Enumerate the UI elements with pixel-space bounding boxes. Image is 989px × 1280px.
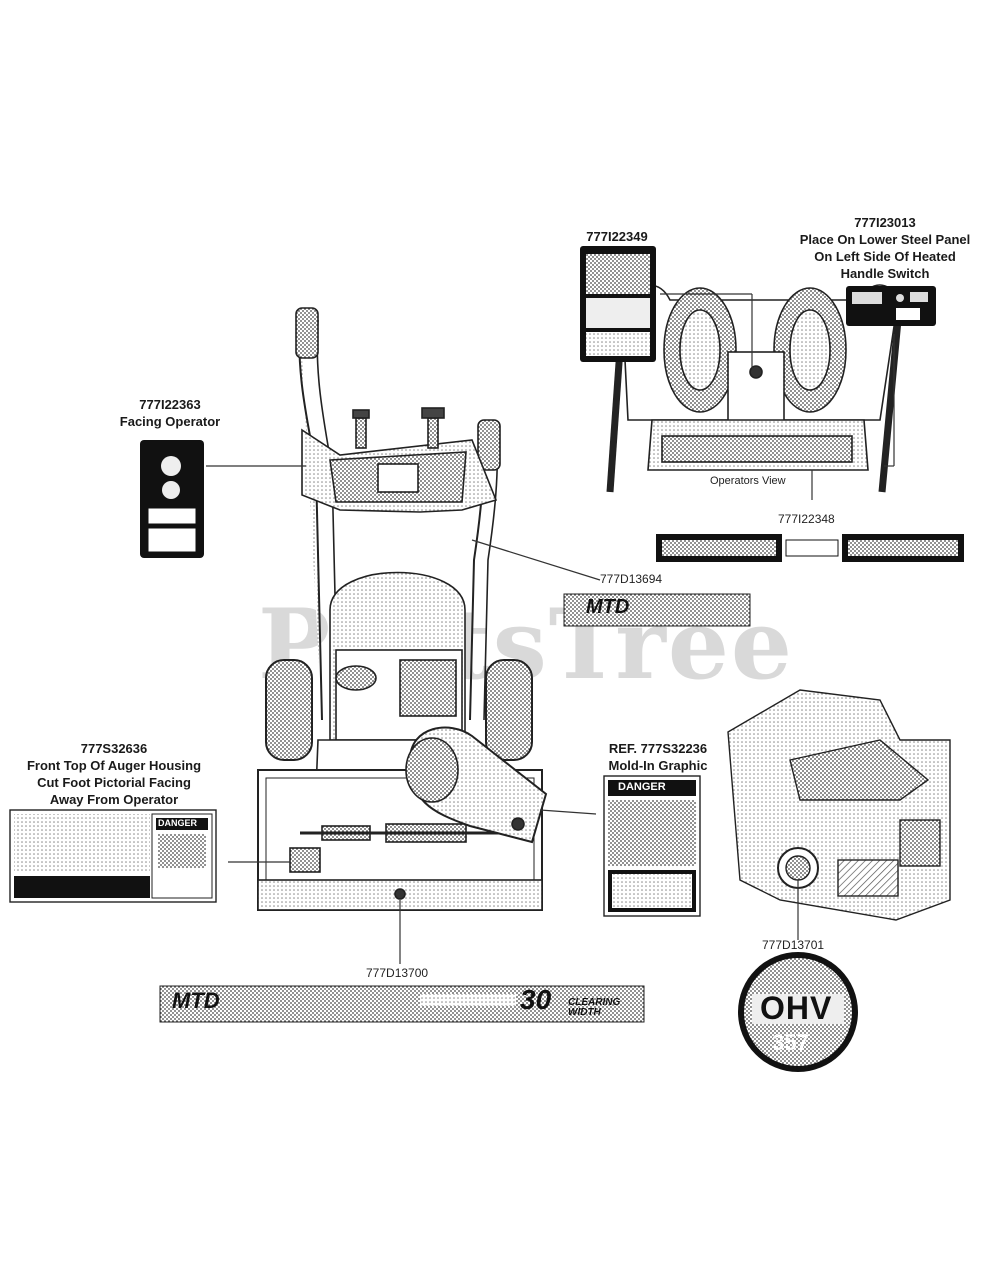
mold-in-danger-header: DANGER: [618, 781, 666, 793]
decal-top: [580, 246, 656, 362]
bottom-strip-brand: MTD: [172, 988, 220, 1013]
clearing-width-number: 30: [520, 984, 552, 1015]
decal-bottom-strip: [159, 985, 645, 1023]
callout-auger-housing: 777S32636 Front Top Of Auger Housing Cut…: [14, 740, 214, 808]
callout-heated-switch: 777I23013 Place On Lower Steel Panel On …: [790, 214, 980, 282]
auger-danger-header: DANGER: [158, 818, 198, 828]
decal-heated-switch: [846, 286, 936, 326]
engine-drawing: [727, 689, 951, 921]
callout-note-line: Away From Operator: [49, 792, 179, 807]
callout-mtd-cover: 777D13694: [600, 572, 663, 586]
decal-ohv-badge: [738, 952, 858, 1072]
operators-view-label: Operators View: [710, 475, 786, 487]
callout-note-line: Front Top Of Auger Housing: [26, 758, 202, 773]
part-number: 777S32636: [80, 741, 148, 756]
callout-note: Mold-In Graphic: [608, 758, 708, 773]
callout-note-line: On Left Side Of Heated: [814, 249, 956, 264]
decal-facing-operator: [140, 440, 204, 558]
snowblower-drawing: [257, 307, 548, 911]
ohv-badge-text: OHV: [760, 990, 833, 1026]
callout-note-line: Place On Lower Steel Panel: [799, 232, 971, 247]
callout-engine-decal: 777D13701: [762, 938, 825, 952]
clearing-width-label: CLEARING WIDTH: [568, 997, 621, 1018]
callout-note-line: Cut Foot Pictorial Facing: [37, 775, 191, 790]
ohv-displacement: 357: [772, 1030, 809, 1055]
part-number: 777I22349: [586, 229, 648, 244]
leader-lines: [206, 293, 895, 964]
callout-panel-decal: 777I22348: [778, 512, 835, 526]
operators-view-drawing: [606, 284, 902, 493]
decal-auger-housing: [9, 809, 217, 903]
part-number: 777I22363: [139, 397, 201, 412]
decal-panel-strip: [656, 534, 964, 562]
part-number: REF. 777S32236: [608, 741, 708, 756]
mtd-cover-brand: MTD: [586, 596, 630, 618]
callout-top-decal: 777I22349: [572, 228, 662, 245]
callout-facing-operator: 777I22363 Facing Operator: [112, 396, 228, 430]
decal-mtd-cover: [563, 593, 751, 627]
callout-mold-in: REF. 777S32236 Mold-In Graphic: [598, 740, 718, 774]
decal-mold-in: [603, 775, 701, 917]
callout-bottom-decal: 777D13700: [366, 966, 429, 980]
part-number: 777I23013: [854, 215, 916, 230]
callout-note-line: Handle Switch: [840, 266, 930, 281]
callout-note: Facing Operator: [119, 414, 221, 429]
